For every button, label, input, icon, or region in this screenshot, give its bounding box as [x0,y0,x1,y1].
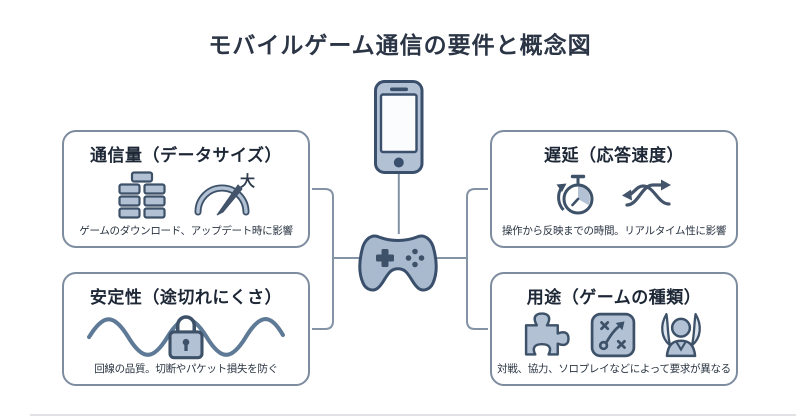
gamepad-icon [358,234,438,292]
connector-lines [312,172,488,330]
box-stability-icons [87,310,285,360]
box-latency-title: 遅延（応答速度） [544,146,684,165]
box-latency-icons [552,166,676,223]
data-blocks-icon [118,170,166,219]
box-usage-caption: 対戦、協力、ソロプレイなどによって要求が異なる [497,363,731,375]
puzzle-piece-icon [524,312,570,356]
bottom-divider [30,414,796,416]
box-usage-icons [522,308,706,361]
box-stability-title: 安定性（途切れにくさ） [89,288,283,307]
box-stability-caption: 回線の品質。切断やパケット損失を防ぐ [94,363,278,375]
box-usage: 用途（ゲームの種類） [490,272,738,386]
box-traffic: 通信量（データサイズ） 大 ゲームのダウンロード、アップ [62,130,310,248]
box-stability: 安定性（途切れにくさ） 回線の品質。切断やパケット損失を防ぐ [62,272,310,386]
box-usage-title: 用途（ゲームの種類） [526,288,702,307]
box-traffic-caption: ゲームのダウンロード、アップデート時に影響 [79,225,293,237]
crossing-arrows-icon [622,179,671,207]
box-traffic-icons: 大 [117,166,255,223]
gauge-label: 大 [240,172,255,190]
box-traffic-title: 通信量（データサイズ） [90,146,282,165]
diagram-title: モバイルゲーム通信の要件と概念図 [208,32,592,58]
box-latency: 遅延（応答速度） 操作から反映までの時間。リアルタイム性に影響 [490,130,738,248]
character-icon [661,312,701,357]
gauge-icon: 大 [194,172,255,215]
strategy-board-icon [590,312,636,357]
stopwatch-icon [556,174,594,214]
wave-lock-icon [87,314,285,359]
box-latency-caption: 操作から反映までの時間。リアルタイム性に影響 [501,225,727,237]
smartphone-icon [374,80,424,174]
